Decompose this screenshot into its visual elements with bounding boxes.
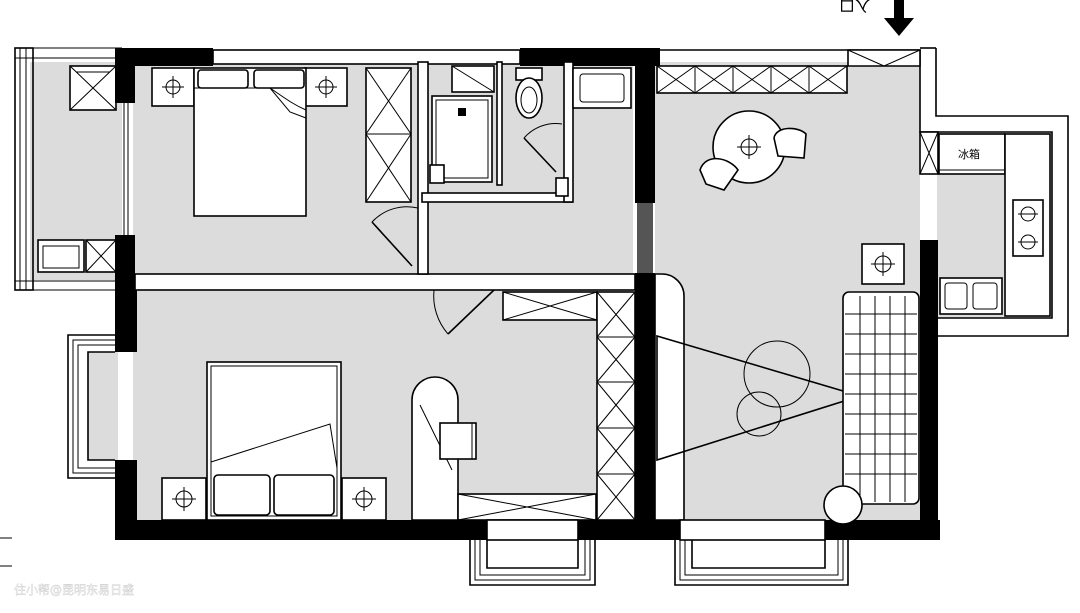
column	[654, 273, 685, 521]
living-room	[654, 49, 921, 525]
balcony-left	[14, 47, 129, 291]
entrance-marker: 入口	[839, 0, 914, 36]
bay-window-left	[67, 334, 115, 479]
lamp-icon	[871, 252, 895, 276]
toilet-icon	[515, 67, 543, 119]
washbasin-icon	[572, 67, 632, 109]
tv-viewing-angle	[656, 334, 863, 462]
desk-chair	[439, 422, 477, 460]
lamp-icon	[352, 487, 376, 511]
bathroom	[429, 65, 632, 197]
sofa	[842, 291, 920, 505]
double-bed	[193, 67, 307, 217]
lamp-icon	[172, 487, 196, 511]
bay-window-left-floor	[88, 352, 118, 460]
door-swing	[371, 206, 419, 223]
ottoman	[743, 340, 811, 408]
door-swing	[433, 289, 449, 335]
bay-window-bottom-left	[469, 519, 596, 586]
pillow	[273, 474, 335, 516]
pillow	[197, 69, 249, 89]
watermark: 住小帮@昆明东易日盛	[14, 582, 134, 597]
kitchen: 冰箱	[919, 131, 1051, 317]
pillow	[213, 474, 271, 516]
fridge	[938, 133, 1006, 175]
master-bedroom	[151, 67, 419, 267]
cooktop-icon	[1012, 199, 1044, 257]
kitchen-sink-icon	[939, 277, 1003, 315]
door-swing	[523, 123, 563, 139]
hatched-wall	[637, 203, 653, 273]
fridge-label: 冰箱	[958, 147, 980, 161]
second-bedroom	[161, 289, 636, 521]
lamp-icon	[315, 76, 337, 98]
utility-sink-icon	[37, 239, 85, 273]
drain-icon	[458, 108, 466, 116]
ottoman	[736, 391, 782, 437]
entrance-label: 入口	[839, 0, 871, 15]
nightstand-left	[161, 477, 207, 521]
bay-window-bottom-right	[674, 519, 849, 586]
tall-cabinet	[596, 291, 636, 521]
dining-chair	[699, 157, 739, 191]
pillow	[253, 69, 305, 89]
dining-chair	[773, 127, 807, 159]
lamp-icon	[737, 135, 761, 159]
side-table	[823, 485, 863, 525]
entry-door	[847, 49, 921, 67]
arrow-down-icon	[884, 18, 914, 36]
lamp-icon	[162, 76, 184, 98]
wardrobe	[365, 67, 412, 203]
